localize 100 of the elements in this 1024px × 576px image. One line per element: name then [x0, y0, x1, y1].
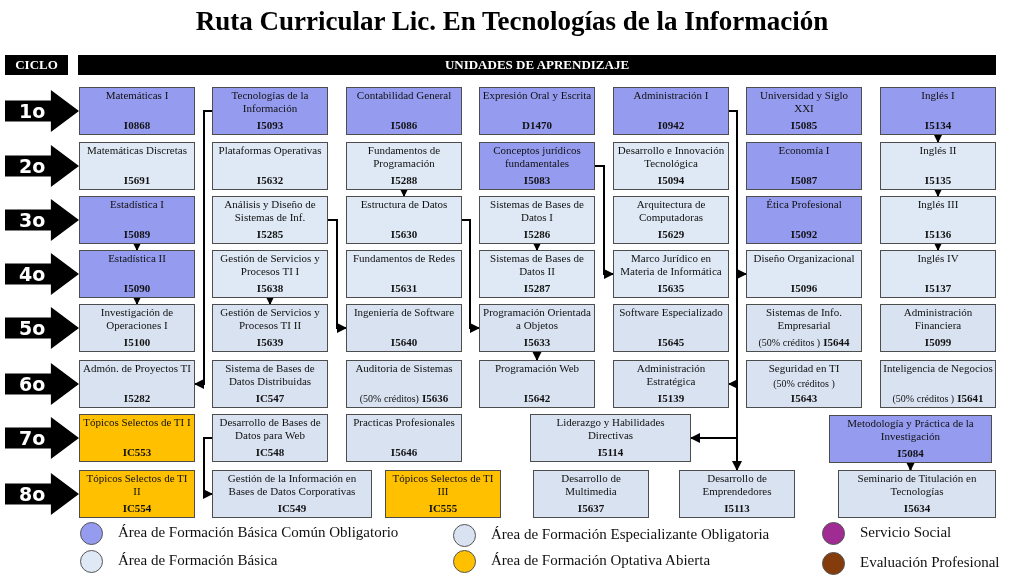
course-name: Seminario de Titulación en Tecnologías	[856, 472, 978, 498]
legend-label: Evaluación Profesional	[860, 554, 1000, 571]
arrow	[327, 219, 347, 333]
legend-label: Servicio Social	[860, 524, 952, 541]
course-box	[880, 87, 996, 135]
course-name: Inglés III	[917, 198, 959, 211]
course-code: I5638	[256, 282, 284, 295]
course-name: Auditoria de Sistemas	[355, 362, 453, 375]
legend-label: Área de Formación Básica	[118, 552, 278, 569]
title: Ruta Curricular Lic. En Tecnologías de la Información	[194, 6, 830, 37]
course-box	[212, 470, 372, 518]
course-name: Diseño Organizacional	[753, 252, 855, 265]
course-name: Inteligencia de Negocios	[883, 362, 993, 375]
cycle-label: 5o	[19, 317, 46, 339]
course-code: I5639	[256, 336, 284, 349]
arrow	[933, 133, 943, 143]
course-code: I5086	[390, 119, 418, 132]
course-code: I5645	[657, 336, 685, 349]
course-name: Ingeniería de Software	[353, 306, 455, 319]
course-code: I5643	[790, 392, 818, 405]
course-name: Programación Orientada a Objetos	[482, 306, 592, 332]
course-name: Desarrollo e Innovación Tecnológica	[616, 144, 726, 170]
course-name: Tópicos Selectos de TI II	[85, 472, 189, 498]
course-code: I5085	[790, 119, 818, 132]
course-box	[829, 415, 992, 463]
course-code: IC554	[122, 502, 152, 515]
course-name: Administración Estratégica	[635, 362, 707, 388]
course-name: Fundamentos de Redes	[352, 252, 455, 265]
course-code: I5637	[577, 502, 605, 515]
course-name: Sistemas de Bases de Datos II	[489, 252, 585, 278]
course-name: Estructura de Datos	[360, 198, 448, 211]
course-box	[746, 304, 862, 352]
course-code: I5134	[924, 119, 952, 132]
course-box	[530, 414, 691, 462]
cycle-label: 1o	[19, 100, 46, 122]
course-code: I5632	[256, 174, 284, 187]
course-box	[613, 250, 729, 298]
arrow	[194, 110, 213, 389]
arrow	[594, 165, 614, 279]
course-name: Inglés IV	[917, 252, 959, 265]
course-code: I0942	[657, 119, 685, 132]
course-code: I5093	[256, 119, 284, 132]
course-name: Liderazgo y Habilidades Directivas	[555, 416, 666, 442]
course-box	[212, 142, 328, 190]
course-box	[746, 360, 862, 408]
course-box	[79, 304, 195, 352]
course-box	[479, 142, 595, 190]
course-name: Administración I	[633, 89, 709, 102]
course-name: Desarrollo de Emprendedores	[701, 472, 773, 498]
course-name: Análisis y Diseño de Sistemas de Inf.	[223, 198, 317, 224]
course-box	[880, 360, 996, 408]
course-code: IC553	[122, 446, 152, 459]
course-box	[346, 360, 462, 408]
course-code: I5099	[924, 336, 952, 349]
course-code: I0868	[123, 119, 151, 132]
arrow	[905, 461, 916, 471]
course-box	[346, 414, 462, 462]
course-name: Inglés II	[919, 144, 957, 157]
arrow	[461, 219, 480, 333]
course-code: IC549	[277, 502, 307, 515]
course-code: I5641	[957, 392, 984, 405]
course-name: Sistemas de Info. Empresarial	[764, 306, 844, 332]
cycle-arrow	[5, 363, 79, 405]
course-box	[746, 250, 862, 298]
course-name: Tópicos Selectos de TI III	[391, 472, 495, 498]
course-code: I5096	[790, 282, 818, 295]
course-code: I5089	[123, 228, 151, 241]
legend-label: Área de Formación Optativa Abierta	[491, 552, 711, 569]
cycle-label: 4o	[19, 263, 46, 285]
course-box	[346, 196, 462, 244]
course-name: Conceptos jurídicos fundamentales	[492, 144, 582, 170]
course-code: I5083	[523, 174, 551, 187]
cycle-label: 7o	[19, 427, 46, 449]
cycle-label: 6o	[19, 373, 46, 395]
cycle-arrow	[5, 473, 79, 515]
course-box	[679, 470, 795, 518]
course-name: Programación Web	[494, 362, 580, 375]
course-box	[79, 414, 195, 462]
course-name: Investigación de Operaciones I	[99, 306, 175, 332]
course-code: I5135	[924, 174, 952, 187]
course-name: Expresión Oral y Escrita	[482, 89, 592, 102]
credit-note: (50% créditos )	[758, 337, 821, 349]
course-code: I5287	[523, 282, 551, 295]
course-box	[613, 87, 729, 135]
legend-label: Área de Formación Básica Común Obligatorio	[118, 524, 399, 541]
course-box	[212, 414, 328, 462]
cycle-label: 2o	[19, 155, 46, 177]
course-code: I5114	[597, 446, 624, 459]
course-name: Sistemas de Bases de Datos I	[489, 198, 585, 224]
credit-note: (50% créditos )	[773, 377, 835, 390]
course-box	[613, 304, 729, 352]
course-box	[880, 304, 996, 352]
course-box	[746, 87, 862, 135]
cycle-arrow	[5, 199, 79, 241]
course-box	[79, 250, 195, 298]
course-box	[613, 196, 729, 244]
course-name: Metodología y Práctica de la Investigación	[846, 417, 975, 443]
course-name: Marco Jurídico en Materia de Informática	[619, 252, 723, 278]
course-code: I5090	[123, 282, 151, 295]
course-name: Inglés I	[921, 89, 955, 102]
